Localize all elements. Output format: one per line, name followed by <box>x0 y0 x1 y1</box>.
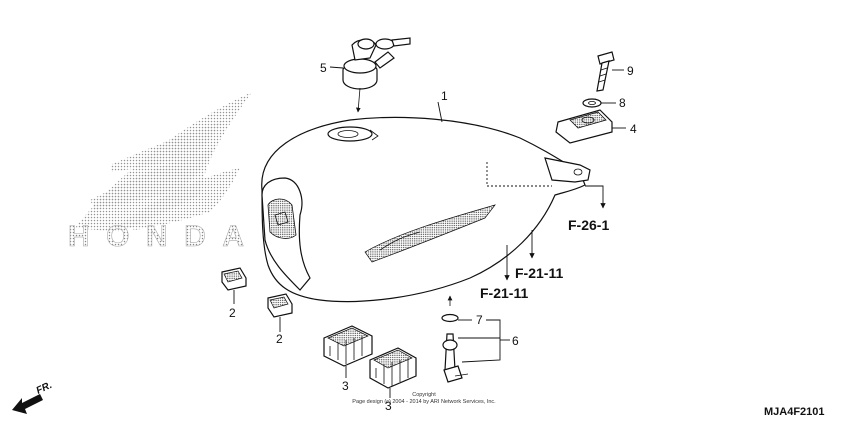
cushion-part-left <box>221 267 247 291</box>
front-direction-arrow-icon <box>12 394 43 414</box>
fuel-unit-part <box>441 295 469 383</box>
callout-5: 5 <box>320 61 327 75</box>
callout-6: 6 <box>512 334 519 348</box>
callout-4: 4 <box>630 122 637 136</box>
callout-2-left: 2 <box>229 306 236 320</box>
bolt-part <box>596 51 615 92</box>
fuel-tank-illustration <box>261 116 591 303</box>
copyright-line-2: Page design (c) 2004 - 2014 by ARI Netwo… <box>352 399 496 405</box>
reference-arrows <box>504 185 606 281</box>
callout-9: 9 <box>627 64 634 78</box>
fuel-cap-with-keys <box>342 37 411 113</box>
diagram-code: MJA4F2101 <box>764 406 825 418</box>
reference-f21-11-lower[interactable]: F-21-11 <box>480 285 528 301</box>
reference-f21-11-upper[interactable]: F-21-11 <box>515 265 563 281</box>
copyright-line-1: Copyright <box>412 392 436 398</box>
reference-f26-1[interactable]: F-26-1 <box>568 217 609 233</box>
callout-3-right: 3 <box>385 399 392 413</box>
callout-7: 7 <box>476 313 483 327</box>
front-direction-label: FR. <box>35 380 54 397</box>
callout-1: 1 <box>441 89 448 103</box>
cushion-block-right <box>369 347 417 389</box>
leader-lines <box>233 66 626 398</box>
rubber-mount-part <box>555 109 613 144</box>
honda-wing-logo <box>75 92 252 232</box>
cushion-part-right <box>267 293 293 318</box>
callout-3-left: 3 <box>342 379 349 393</box>
washer-part <box>582 98 602 108</box>
callout-2-right: 2 <box>276 332 283 346</box>
callout-8: 8 <box>619 96 626 110</box>
cushion-block-left <box>323 325 373 367</box>
